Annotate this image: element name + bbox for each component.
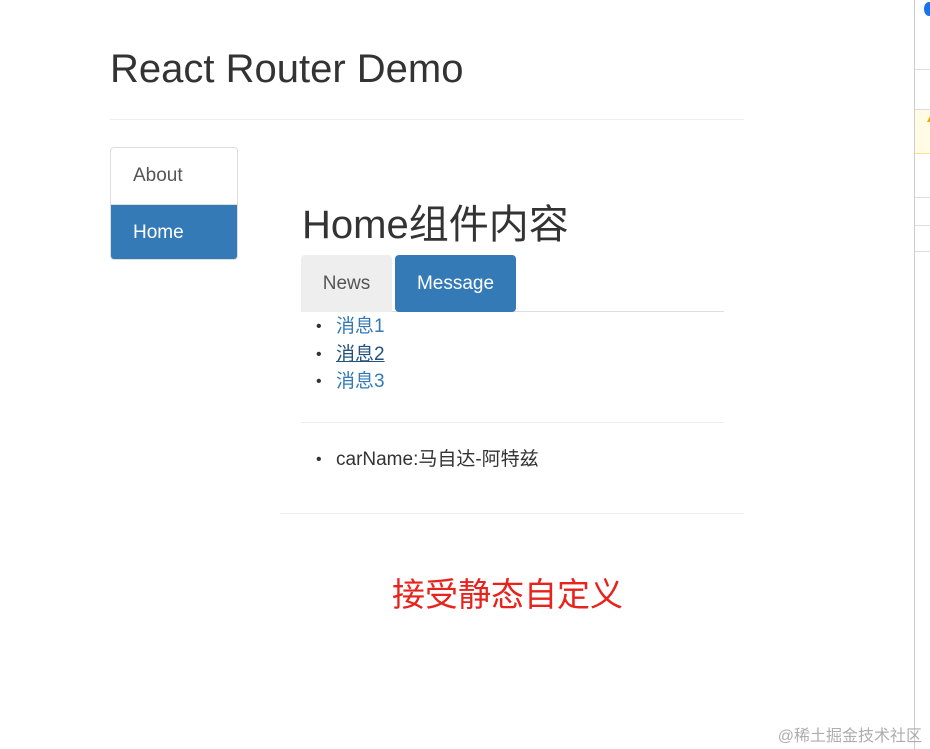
message-list: 消息1 消息2 消息3 (301, 312, 724, 423)
static-param-note: 接受静态自定义 (392, 576, 623, 613)
list-item: 消息2 (316, 341, 724, 369)
list-item: 消息3 (316, 368, 724, 396)
nav-item-home[interactable]: Home (111, 204, 237, 259)
devtools-row (915, 28, 930, 70)
record-indicator-icon (924, 2, 930, 16)
home-title: Home组件内容 (302, 203, 569, 247)
page-header: React Router Demo (110, 40, 744, 120)
watermark: @稀土掘金技术社区 (777, 728, 922, 745)
page-title: React Router Demo (110, 47, 464, 91)
warning-icon: ▲ (925, 114, 930, 125)
devtools-row (915, 198, 930, 226)
devtools-row (915, 154, 930, 198)
devtools-warning-row: ▲ (915, 110, 930, 154)
message-link-2[interactable]: 消息2 (336, 343, 385, 365)
tab-message[interactable]: Message (395, 255, 516, 312)
devtools-panel-edge: ▲ (914, 0, 930, 749)
devtools-row (915, 226, 930, 252)
nav-item-about[interactable]: About (111, 148, 237, 204)
side-nav: About Home (110, 147, 238, 260)
tab-news[interactable]: News (301, 255, 392, 312)
message-link-3[interactable]: 消息3 (336, 371, 385, 392)
message-detail: carName:马自达-阿特兹 (301, 442, 724, 478)
message-link-1[interactable]: 消息1 (336, 316, 385, 337)
home-tabs: News Message (301, 255, 724, 312)
home-panel: Home组件内容 News Message 消息1 消息2 消息3 carNam… (280, 147, 744, 514)
detail-item: carName:马自达-阿特兹 (316, 442, 724, 478)
devtools-row (915, 70, 930, 110)
list-item: 消息1 (316, 313, 724, 341)
